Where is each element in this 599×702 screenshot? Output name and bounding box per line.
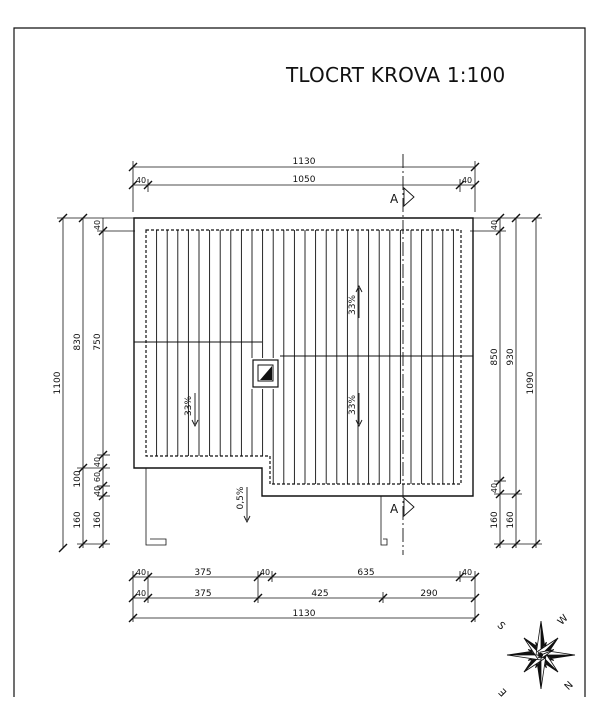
dim-left-60: 60 <box>93 472 102 482</box>
top-dimensions <box>128 161 480 212</box>
compass-point <box>535 620 542 656</box>
dim-right-930: 930 <box>506 348 516 365</box>
section-mark-bottom: A <box>390 502 399 516</box>
section-line-a <box>402 154 415 555</box>
dim-bottom-r1-c: 40 <box>260 568 270 577</box>
slope-arrow-upper-right <box>355 284 363 318</box>
roof-outline <box>133 217 474 497</box>
slope-label-upper-right: 33% <box>348 295 358 315</box>
dim-top-right-end: 40 <box>462 176 472 185</box>
dim-top-total: 1130 <box>293 157 316 167</box>
section-mark-top: A <box>390 192 399 206</box>
dim-bottom-r2-c: 425 <box>311 589 328 599</box>
dim-left-low-40: 40 <box>93 486 102 496</box>
compass-s: S <box>495 620 507 632</box>
dim-top-inner: 1050 <box>293 175 316 185</box>
compass-point <box>506 654 542 661</box>
dim-right-low-40: 40 <box>490 483 499 493</box>
compass-w: W <box>556 613 571 628</box>
dim-bottom-r1-e: 40 <box>462 568 472 577</box>
dim-right-160a: 160 <box>490 511 500 528</box>
dim-right-1090: 1090 <box>526 371 536 394</box>
compass-n: N <box>563 680 576 693</box>
dim-bottom-r1-a: 40 <box>136 568 146 577</box>
slope-arrow-lower-right <box>355 393 363 428</box>
chimney <box>252 359 279 388</box>
dim-left-top-40: 40 <box>93 220 102 230</box>
slope-label-lower-right: 33% <box>348 395 358 415</box>
dim-right-160b: 160 <box>506 511 516 528</box>
dim-left-830: 830 <box>73 333 83 350</box>
dim-bottom-r1-d: 635 <box>357 568 374 578</box>
dim-bottom-r2-b: 375 <box>194 589 211 599</box>
dim-left-1100: 1100 <box>53 371 63 394</box>
slope-arrow-lower-left <box>191 393 199 428</box>
dim-right-top-40: 40 <box>490 220 499 230</box>
compass-point <box>536 637 559 656</box>
right-dimensions <box>470 213 542 549</box>
slope-label-lower-left: 33% <box>184 396 194 416</box>
slope-arrow-terrace <box>243 487 251 524</box>
dim-right-850: 850 <box>490 348 500 365</box>
slope-label-terrace: 0,5% <box>236 486 246 509</box>
dim-left-mid-40: 40 <box>93 457 102 467</box>
terrace-outline <box>145 468 388 546</box>
dim-bottom-r1-b: 375 <box>194 568 211 578</box>
dim-left-160a: 160 <box>73 511 83 528</box>
sheet-frame <box>13 27 586 697</box>
dim-left-160b: 160 <box>93 511 103 528</box>
roof-rafter-lines <box>156 230 454 484</box>
compass-e: E <box>497 686 509 697</box>
dim-bottom-r2-d: 290 <box>420 589 437 599</box>
dim-bottom-r2-a: 40 <box>136 589 146 598</box>
compass-rose <box>506 620 576 690</box>
dim-left-750: 750 <box>93 333 103 350</box>
bottom-dimensions <box>128 571 480 623</box>
dim-bottom-total: 1130 <box>293 609 316 619</box>
drawing-title: TLOCRT KROVA 1:100 <box>286 63 506 87</box>
dim-top-left-end: 40 <box>136 176 146 185</box>
dim-left-100: 100 <box>73 470 83 487</box>
left-dimensions <box>57 213 135 553</box>
